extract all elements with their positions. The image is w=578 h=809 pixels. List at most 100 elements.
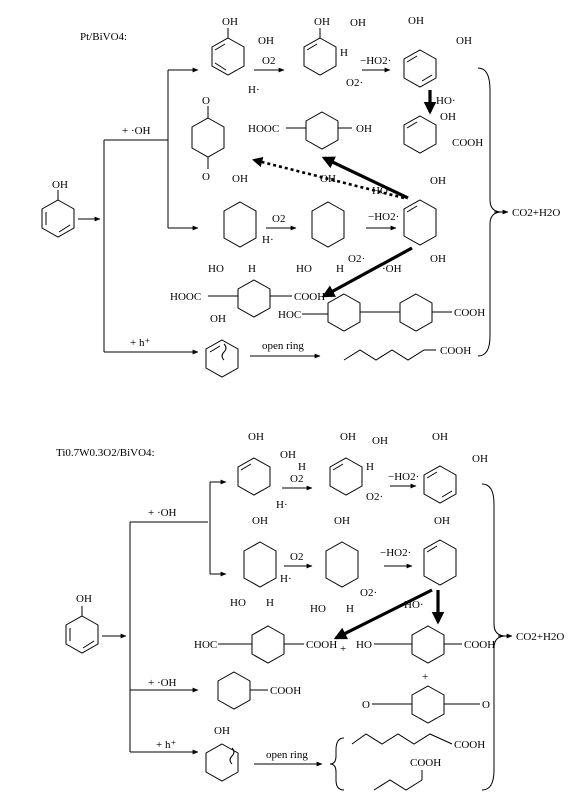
- top-phenol-h: OH: [205, 313, 239, 378]
- bottom-int3-oh: OH: [252, 515, 268, 527]
- top-bq-o2: O: [202, 171, 210, 183]
- top-salicylic-cooh: COOH: [452, 137, 483, 149]
- bottom-intermediate-2: OH OH H O2·: [329, 431, 388, 503]
- top-reagent-oh: + ·OH: [122, 125, 151, 137]
- bottom-panel: Ti0.7W0.3O2/BiVO4: OH + ·OH + ·OH + h⁺ O…: [56, 431, 564, 791]
- top-hb-oh: OH: [356, 123, 372, 135]
- top-ph-oh: OH: [210, 313, 226, 325]
- top-hb-hooc: HOOC: [248, 123, 279, 135]
- bottom-benzoic: COOH: [217, 671, 301, 710]
- top-int3-h: H: [248, 263, 256, 275]
- top-int1-hdot: H·: [248, 84, 260, 96]
- bottom-hydroquinone: OH HO·: [404, 515, 457, 611]
- bottom-open-ring: open ring: [266, 749, 308, 761]
- top-intermediate-4: OH O2· HO H: [296, 173, 365, 275]
- bottom-int2-oh: OH: [340, 431, 356, 443]
- top-catechol: OH OH: [403, 15, 472, 88]
- bottom-h-a: H: [298, 461, 306, 473]
- bottom-reagent-oh2: + ·OH: [148, 677, 177, 689]
- bottom-int2-o2rad: O2·: [366, 491, 383, 503]
- bottom-int4-oh: OH: [334, 515, 350, 527]
- bottom-hydroxybenzoic: HO COOH +: [356, 625, 495, 683]
- bottom-panel-title: Ti0.7W0.3O2/BiVO4:: [56, 447, 155, 459]
- bottom-ph-oh: OH: [214, 725, 230, 737]
- top-products: CO2+H2O: [512, 207, 560, 219]
- top-reagent-h: + h⁺: [130, 337, 150, 349]
- top-bp-hoc: HOC: [278, 309, 301, 321]
- bottom-fb-cooh: COOH: [306, 639, 337, 651]
- bottom-catechol: OH OH: [423, 431, 488, 504]
- bottom-bq-o1: O: [362, 699, 370, 711]
- bottom-catechol-oh2: OH: [472, 453, 488, 465]
- bottom-bz-cooh: COOH: [270, 685, 301, 697]
- bottom-reagent-oh: + ·OH: [148, 507, 177, 519]
- top-int2-h: H: [340, 47, 348, 59]
- top-hydroquinone: OH OH HO·: [372, 175, 446, 265]
- top-hq-oh2: OH: [430, 253, 446, 265]
- phenol-bottom: OH: [65, 593, 99, 654]
- bottom-o2-a: O2: [290, 473, 303, 485]
- top-o2-b: O2: [272, 213, 285, 225]
- top-int2-oh: OH: [314, 16, 330, 28]
- bottom-int1-oh2: OH: [280, 449, 296, 461]
- bottom-hb-cooh: COOH: [464, 639, 495, 651]
- bottom-bq-o2: O: [482, 699, 490, 711]
- top-o2-a: O2: [262, 55, 275, 67]
- top-tp-cooh: COOH: [294, 291, 325, 303]
- top-bp-cooh: COOH: [454, 307, 485, 319]
- top-biphenyl: HOC COOH: [278, 293, 485, 332]
- bottom-intermediate-4: OH O2· HO H: [310, 515, 377, 615]
- top-panel-title: Pt/BiVO4:: [80, 31, 127, 43]
- phenol-bottom-oh: OH: [76, 593, 92, 605]
- top-hydroxybenzoic: HOOC OH: [248, 111, 372, 150]
- top-salicylic: OH COOH: [403, 111, 483, 154]
- bottom-int4-o2rad: O2·: [360, 587, 377, 599]
- top-benzoquinone: O O: [191, 95, 225, 183]
- phenol-top-oh: OH: [52, 179, 68, 191]
- bottom-minus-ho2-a: −HO2·: [388, 471, 419, 483]
- bottom-int4-ho: HO: [310, 603, 326, 615]
- top-tp-hooc: HOOC: [170, 291, 201, 303]
- bottom-intermediate-3: OH H· HO H: [230, 515, 292, 609]
- top-salicylic-oh: OH: [440, 111, 456, 123]
- top-minus-ho2-a: −HO2·: [360, 55, 391, 67]
- bottom-oa-cooh: COOH: [454, 739, 485, 751]
- top-int1-oh: OH: [222, 16, 238, 28]
- bottom-catechol-oh: OH: [432, 431, 448, 443]
- bottom-products: CO2+H2O: [516, 631, 564, 643]
- bottom-plus-1: +: [340, 643, 346, 655]
- top-int4-o2rad: O2·: [348, 253, 365, 265]
- bottom-phenol-h: OH: [205, 725, 239, 782]
- top-terephthalic: HOOC COOH: [170, 279, 325, 318]
- bottom-int1-hdot: H·: [276, 499, 288, 511]
- bottom-oa2-cooh: COOH: [410, 757, 441, 769]
- top-int2-oh2: OH: [350, 17, 366, 29]
- bottom-plus-2: +: [422, 671, 428, 683]
- bottom-hb-ho: HO: [356, 639, 372, 651]
- top-intermediate-1: OH OH H·: [211, 16, 274, 96]
- top-int1-oh2: OH: [258, 35, 274, 47]
- top-oh-dot: ·OH: [382, 263, 402, 275]
- top-int3-ho: HO: [208, 263, 224, 275]
- bottom-minus-ho2-b: −HO2·: [380, 547, 411, 559]
- bottom-int2-oh2: OH: [372, 435, 388, 447]
- bottom-int1-oh: OH: [248, 431, 264, 443]
- bottom-int2-h: H: [366, 461, 374, 473]
- top-open-ring: open ring: [262, 340, 304, 352]
- top-ho-dot: HO·: [436, 95, 456, 107]
- top-intermediate-2: OH OH H O2·: [303, 16, 366, 89]
- top-panel: Pt/BiVO4: OH + ·OH + h⁺ OH OH H· O2: [41, 15, 560, 378]
- top-int4-ho: HO: [296, 263, 312, 275]
- bottom-hq-oh: OH: [434, 515, 450, 527]
- top-int3-hdot: H·: [262, 234, 274, 246]
- bottom-int4-h: H: [346, 603, 354, 615]
- bottom-intermediate-1: OH OH H·: [237, 431, 296, 511]
- top-minus-ho2-b: −HO2·: [368, 211, 399, 223]
- top-hq-oh: OH: [430, 175, 446, 187]
- top-catechol-oh2: OH: [456, 35, 472, 47]
- bottom-int3-h: H: [266, 597, 274, 609]
- top-oa-cooh: COOH: [440, 345, 471, 357]
- bottom-int3-ho: HO: [230, 597, 246, 609]
- bottom-reagent-h: + h⁺: [156, 739, 176, 751]
